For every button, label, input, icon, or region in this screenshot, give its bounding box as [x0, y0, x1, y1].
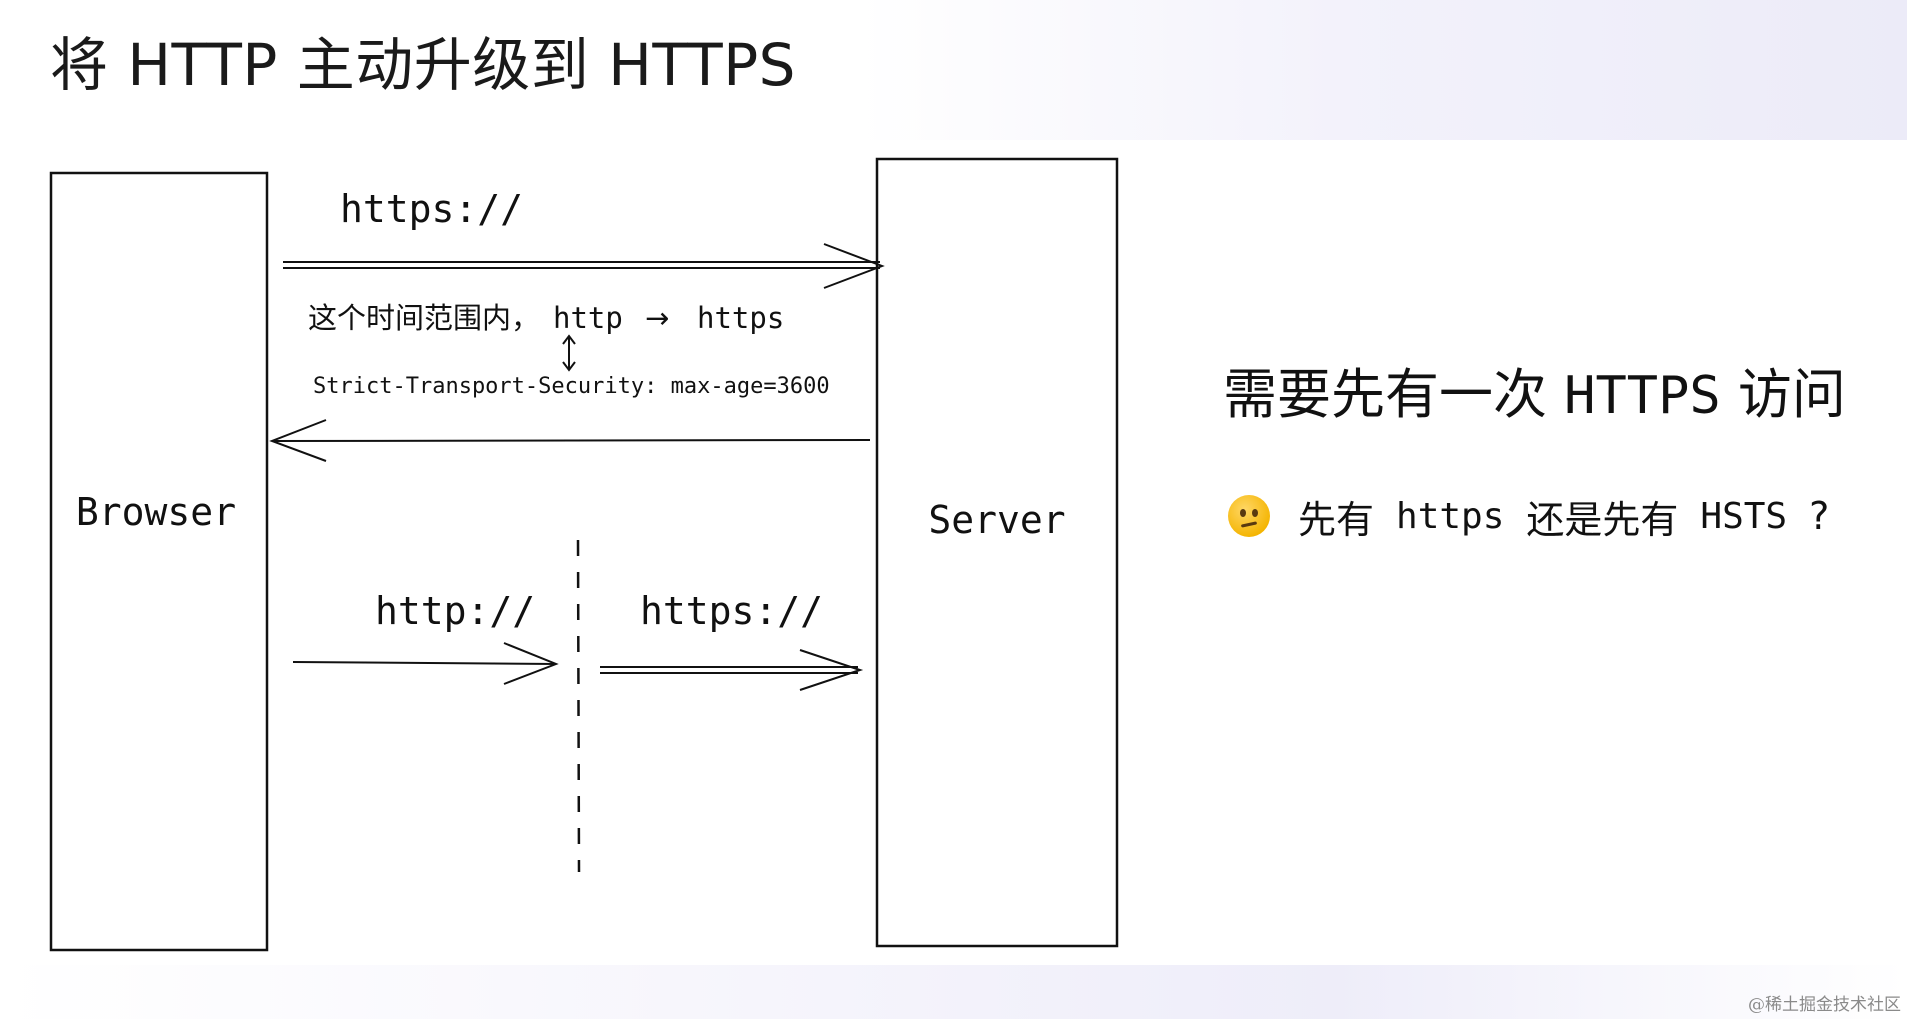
sub-https: https: [1396, 495, 1505, 537]
https-text: https: [697, 301, 784, 335]
http-text: http: [553, 301, 623, 335]
chicken-egg-question: 先有 https 还是先有 HSTS ?: [1228, 492, 1830, 542]
hsts-question: 需要先有一次 HTTPS 访问: [1223, 350, 1846, 429]
question-prefix: 需要先有一次: [1223, 363, 1547, 426]
sub-middle: 还是先有: [1526, 497, 1679, 542]
https-label-bottom: https://: [640, 589, 823, 633]
question-https: HTTPS: [1564, 366, 1721, 426]
slide-title: 将 HTTP 主动升级到 HTTPS: [50, 31, 796, 99]
sub-prefix: 先有: [1298, 497, 1375, 542]
https-label-top: https://: [340, 187, 523, 231]
footer-watermark: @稀土掘金技术社区: [1748, 995, 1901, 1015]
time-range-text: 这个时间范围内，: [308, 301, 540, 335]
browser-label: Browser: [76, 490, 236, 534]
footer-background: [0, 965, 1907, 1019]
question-suffix: 访问: [1737, 363, 1846, 426]
http-label-bottom: http://: [375, 589, 535, 633]
server-label: Server: [928, 498, 1065, 542]
thinking-face-icon: [1228, 495, 1270, 537]
server-box: [875, 157, 1119, 948]
hsts-response-arrow: [269, 419, 871, 462]
time-range-line: 这个时间范围内，: [308, 301, 540, 335]
https-upgraded-arrow: [600, 649, 864, 691]
sub-hsts: HSTS: [1700, 495, 1788, 537]
browser-box: [49, 171, 269, 952]
small-double-arrow: [562, 334, 576, 372]
arrow-glyph: →: [645, 301, 669, 335]
header-background: [0, 0, 1907, 140]
hsts-header: Strict-Transport-Security: max-age=3600: [313, 374, 830, 399]
http-request-arrow: [292, 642, 559, 685]
upgrade-divider: [576, 539, 581, 873]
sub-question-mark: ?: [1809, 494, 1830, 538]
https-request-arrow: [283, 243, 885, 289]
